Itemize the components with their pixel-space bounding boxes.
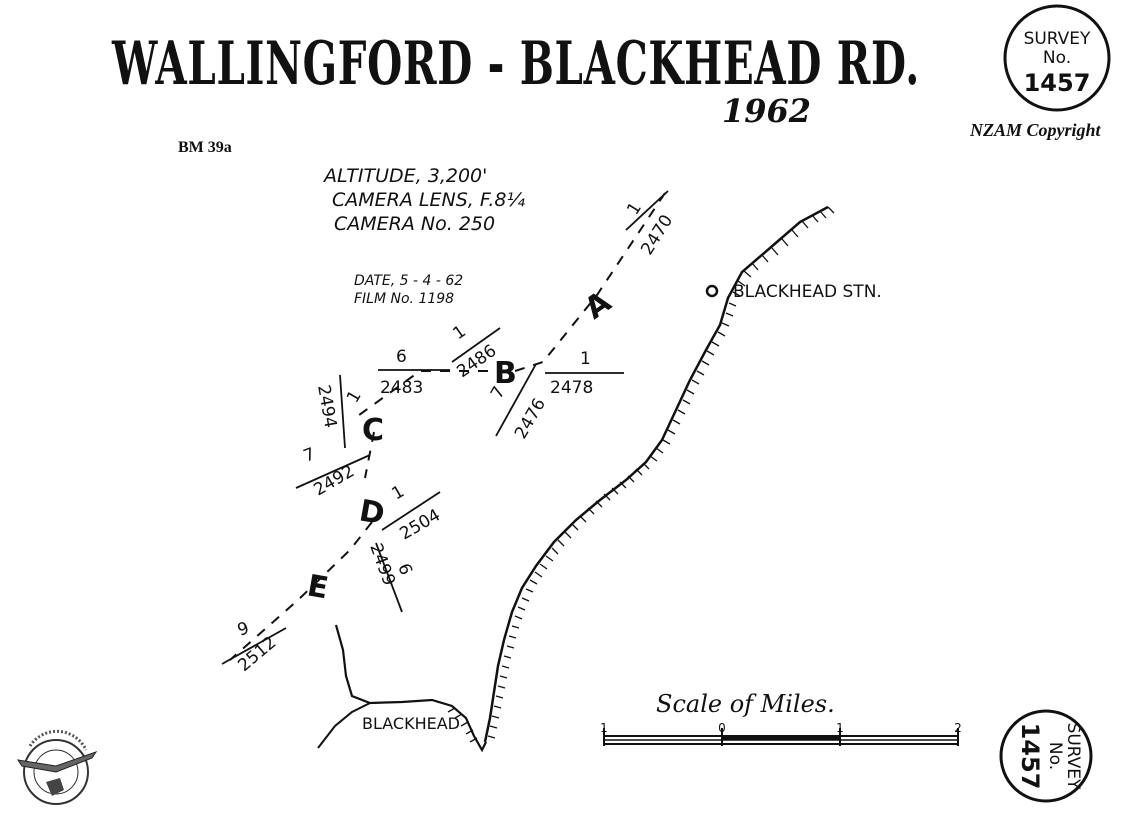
run-number: 1 — [343, 387, 366, 406]
aerial-mapping-logo-icon — [16, 729, 98, 805]
frame-number: 2504 — [397, 505, 444, 544]
stamp-number: 1457 — [1024, 69, 1091, 97]
frame-number: 2470 — [637, 211, 677, 258]
camera-no-text: CAMERA No. 250 — [334, 213, 495, 235]
stamp-label: SURVEY — [1024, 29, 1091, 49]
stamp-label-no: No. — [1043, 48, 1071, 68]
strip-letter: E — [305, 568, 331, 606]
camera-lens-text: CAMERA LENS, F.8¼ — [332, 189, 525, 211]
stamp-label: SURVEY — [1063, 723, 1083, 790]
blackhead-station: BLACKHEAD STN. — [705, 282, 882, 302]
map-reference: BM 39a — [178, 139, 232, 156]
station-marker-icon — [705, 284, 719, 298]
stamp-ring — [1003, 4, 1111, 112]
scale-tick: 2 — [954, 721, 962, 735]
frame-number: 2494 — [313, 383, 340, 429]
scale-tick: 1 — [600, 721, 608, 735]
flight-info: ALTITUDE, 3,200' CAMERA LENS, F.8¼ CAMER… — [322, 165, 525, 307]
station-label: BLACKHEAD STN. — [733, 282, 882, 302]
run-number: 9 — [235, 618, 252, 640]
stamp-number: 1457 — [1016, 723, 1044, 790]
scale-bar: Scale of Miles. 1 0 1 2 — [600, 690, 962, 746]
run-number: 1 — [449, 322, 469, 345]
stamp-label-no: No. — [1045, 742, 1065, 770]
run-number: 1 — [389, 482, 408, 505]
strip-e: E 6 2499 9 2512 — [234, 541, 415, 676]
run-number: 1 — [580, 349, 591, 369]
stamp-ring — [999, 709, 1093, 803]
run-number: 6 — [396, 347, 407, 367]
run-number: 7 — [301, 444, 318, 466]
scale-title: Scale of Miles. — [656, 690, 835, 718]
frame-number: 2492 — [311, 461, 358, 500]
scale-tick: 1 — [836, 721, 844, 735]
strip-letter: B — [494, 356, 517, 391]
frame-ticks — [221, 190, 669, 665]
film-no-text: FILM No. 1198 — [354, 291, 454, 307]
date-text: DATE, 5 - 4 - 62 — [354, 273, 463, 289]
strip-a: A 1 2470 — [579, 199, 678, 327]
strip-letter: D — [357, 493, 388, 532]
frame-number: 2476 — [511, 395, 550, 442]
strip-letter: A — [579, 284, 619, 326]
flight-line — [229, 192, 666, 661]
copyright-notice: NZAM Copyright — [969, 120, 1102, 140]
survey-stamp-bottom: SURVEY No. 1457 — [999, 709, 1093, 803]
map-year: 1962 — [722, 92, 811, 130]
strip-c: C 1 2494 — [313, 383, 384, 448]
strip-d: D 7 2492 1 2504 — [301, 444, 444, 544]
survey-stamp-top: SURVEY No. 1457 — [1003, 4, 1111, 112]
frame-number: 2478 — [550, 378, 593, 398]
blackhead-coast — [317, 624, 487, 753]
coastline — [483, 205, 835, 743]
blackhead-label: BLACKHEAD — [362, 714, 460, 733]
map-title: WALLINGFORD - BLACKHEAD RD. — [111, 29, 920, 99]
scale-tick: 0 — [718, 721, 726, 735]
frame-number: 2483 — [380, 378, 423, 398]
frame-number: 2499 — [365, 541, 399, 588]
altitude-text: ALTITUDE, 3,200' — [322, 165, 487, 187]
strip-letter: C — [362, 413, 384, 448]
